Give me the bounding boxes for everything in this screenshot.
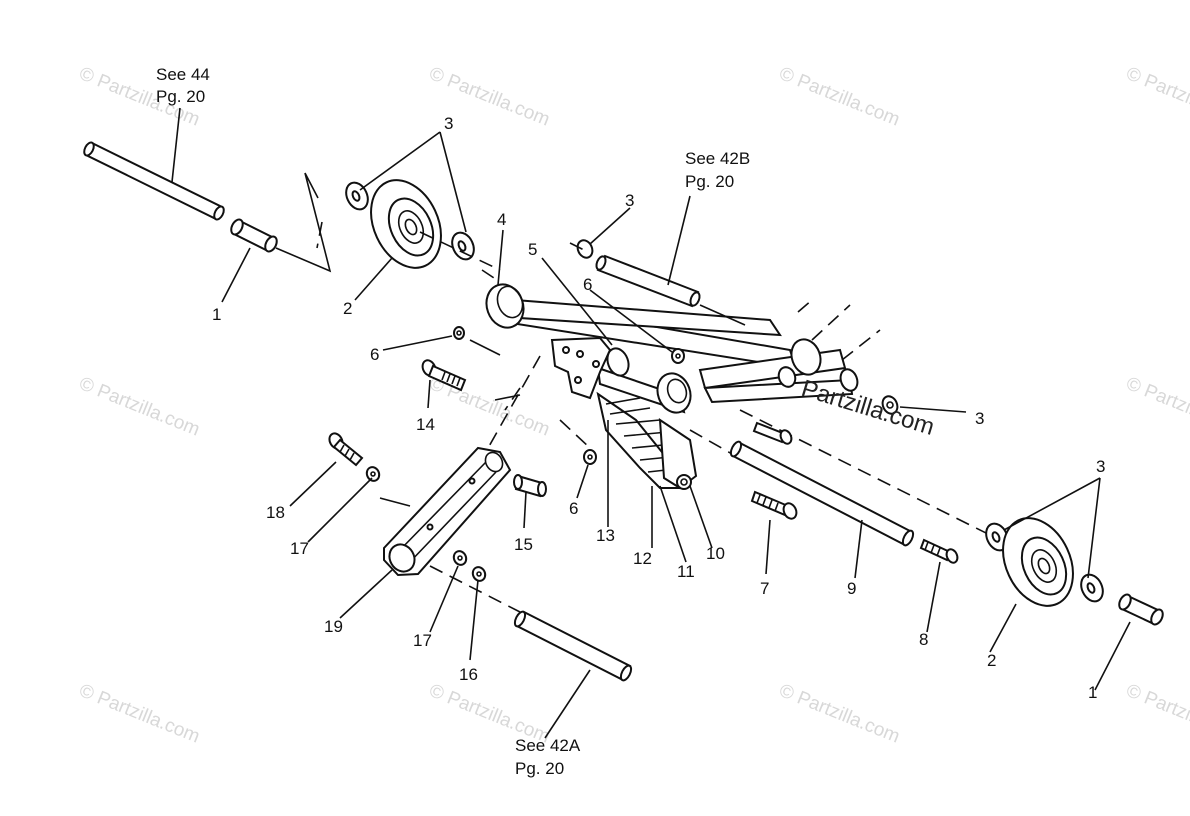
callout-10: 10: [706, 544, 725, 563]
idler-wheel-upper-left: [345, 179, 475, 269]
callout-6-top: 6: [583, 275, 592, 294]
reference-44-line2: Pg. 20: [156, 87, 205, 106]
spacer-upper-left: [230, 218, 278, 253]
reference-labels: See 44 Pg. 20 See 42B Pg. 20 See 42A Pg.…: [156, 65, 750, 778]
watermark-layer: © Partzilla.com © Partzilla.com © Partzi…: [76, 63, 1190, 747]
upper-shaft-42b: [595, 254, 701, 308]
nut-6-low: [583, 449, 597, 465]
callout-9: 9: [847, 579, 856, 598]
callout-15: 15: [514, 535, 533, 554]
callout-7: 7: [760, 579, 769, 598]
callout-6-bottom: 6: [569, 499, 578, 518]
washer-3-right: [881, 395, 899, 415]
brand-watermark: Partzilla.com: [798, 375, 937, 441]
callout-3-upper-left: 3: [444, 114, 453, 133]
callout-17-upper: 17: [290, 539, 309, 558]
callout-1-upper: 1: [212, 305, 221, 324]
washer-17-upper: [365, 466, 381, 482]
callout-1-lower: 1: [1088, 683, 1097, 702]
callout-14: 14: [416, 415, 435, 434]
callout-4: 4: [497, 210, 506, 229]
bolt-7-upper: [752, 421, 793, 445]
reference-42a-line2: Pg. 20: [515, 759, 564, 778]
callout-3-right: 3: [975, 409, 984, 428]
washer-upper: [576, 239, 594, 259]
nut-6-mid: [671, 348, 685, 364]
link-arm-19: [383, 446, 512, 577]
watermark: © Partzilla.com: [1123, 680, 1190, 747]
reference-42a-line1: See 42A: [515, 736, 581, 755]
mounting-bracket: [550, 336, 630, 400]
spacer-lower-right: [1118, 593, 1164, 626]
callout-3-lower-right: 3: [1096, 457, 1105, 476]
callout-19: 19: [324, 617, 343, 636]
callout-3-upper-mid: 3: [625, 191, 634, 210]
shock-absorber: [596, 391, 698, 490]
reference-42b-line2: Pg. 20: [685, 172, 734, 191]
callout-8: 8: [919, 630, 928, 649]
nut-6-left: [453, 326, 465, 340]
leader-lines: [171, 107, 1131, 739]
watermark: © Partzilla.com: [76, 680, 203, 747]
callout-17-lower: 17: [413, 631, 432, 650]
bolt-14: [421, 359, 467, 392]
watermark: © Partzilla.com: [776, 63, 903, 130]
callout-13: 13: [596, 526, 615, 545]
washer-17-lower: [452, 550, 468, 566]
callout-6-left: 6: [370, 345, 379, 364]
watermark: © Partzilla.com: [1123, 373, 1190, 440]
callout-5: 5: [528, 240, 537, 259]
bolt-18: [328, 432, 364, 467]
watermark: © Partzilla.com: [1123, 63, 1190, 130]
bushing-15: [513, 474, 547, 498]
reference-44-line1: See 44: [156, 65, 210, 84]
watermark: © Partzilla.com: [76, 373, 203, 440]
callout-18: 18: [266, 503, 285, 522]
callout-11: 11: [677, 562, 695, 581]
idler-wheel-lower-right: [985, 517, 1104, 607]
bolt-7: [750, 490, 798, 520]
callout-2-upper: 2: [343, 299, 352, 318]
nut-16: [471, 566, 487, 582]
callout-12: 12: [633, 549, 652, 568]
callout-16: 16: [459, 665, 478, 684]
bolt-8: [919, 538, 959, 564]
watermark: © Partzilla.com: [776, 680, 903, 747]
shaft-9: [729, 440, 915, 547]
upper-left-shaft: [83, 141, 225, 221]
lower-shaft-42a: [513, 610, 633, 682]
reference-42b-line1: See 42B: [685, 149, 750, 168]
callout-2-lower: 2: [987, 651, 996, 670]
callout-numbers: 1 1 2 2 3 3 3 3 4 5 6 6 6 7 8 9 10 11 12…: [212, 114, 1105, 702]
